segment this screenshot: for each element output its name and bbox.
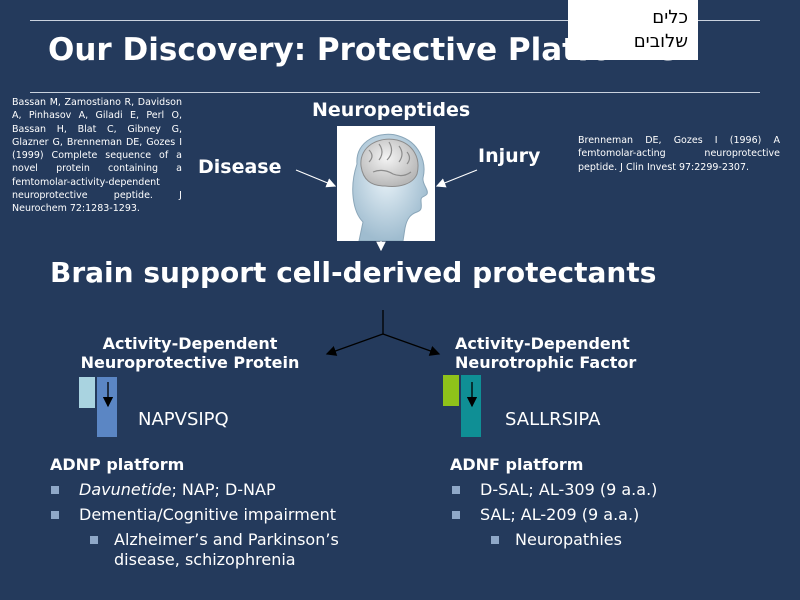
adnf-bullet-1: D-SAL; AL-309 (9 a.a.) [452,480,658,500]
adnp-bullet-3-line1: Alzheimer’s and Parkinson’s [114,530,339,549]
adnp-platform-heading: ADNP platform [50,455,185,474]
disease-label: Disease [198,156,282,178]
adnp-title-line2: Neuroprotective Protein [80,353,300,372]
reference-right: Brenneman DE, Gozes I (1996) A femtomola… [578,135,780,173]
section-subtitle: Brain support cell-derived protectants [50,256,657,289]
branch-left-arrow [325,333,384,356]
adnp-bar-light [79,377,95,408]
adnf-title-line1: Activity-Dependent [455,334,630,353]
bullet-square-icon [452,486,460,494]
adnf-bullet-2: SAL; AL-209 (9 a.a.) [452,505,640,525]
adnf-bar-light [443,375,459,406]
adnp-bullet-1-drug: Davunetide [79,480,172,499]
injury-label: Injury [478,145,541,167]
adnf-bar-main [461,375,481,437]
branch-right-arrow [382,333,441,356]
hebrew-note-line2: שלובים [633,31,688,52]
bullet-square-icon [491,536,499,544]
brain-head-icon [352,133,428,241]
adnf-platform-heading: ADNF platform [450,455,584,474]
bullet-square-icon [51,511,59,519]
reference-left: Bassan M, Zamostiano R, Davidson A, Pinh… [12,97,182,215]
disease-arrow [295,169,337,188]
adnf-title-line2: Neurotrophic Factor [455,353,637,372]
adnp-bullet-3-line2: disease, schizophrenia [114,550,296,569]
adnp-bullet-3: Alzheimer’s and Parkinson’s disease, sch… [90,530,339,570]
bullet-square-icon [51,486,59,494]
adnf-bullet-3: Neuropathies [491,530,622,550]
brain-head-image [337,126,435,241]
injury-arrow [435,169,478,188]
adnf-bullet-1-text: D-SAL; AL-309 (9 a.a.) [480,480,658,499]
bullet-square-icon [90,536,98,544]
neuropeptides-label: Neuropeptides [312,99,471,121]
hebrew-note-box: כלים שלובים [568,0,698,60]
adnf-title: Activity-Dependent Neurotrophic Factor [455,334,636,372]
adnf-bullet-3-text: Neuropathies [515,530,622,549]
adnp-sequence: NAPVSIPQ [138,409,229,430]
adnp-bullet-1: Davunetide; NAP; D-NAP [51,480,276,500]
adnp-title: Activity-Dependent Neuroprotective Prote… [60,334,320,372]
adnf-bullet-2-text: SAL; AL-209 (9 a.a.) [480,505,640,524]
adnp-bullet-2-text: Dementia/Cognitive impairment [79,505,337,524]
hebrew-note-line1: כלים [652,7,688,28]
adnp-bar-main [97,377,117,437]
title-divider [30,92,760,93]
bullet-square-icon [452,511,460,519]
adnp-bullet-1-rest: ; NAP; D-NAP [171,480,276,499]
adnp-bullet-2: Dementia/Cognitive impairment [51,505,337,525]
adnf-sequence: SALLRSIPA [505,409,601,430]
top-divider [30,20,760,21]
adnp-title-line1: Activity-Dependent [102,334,278,353]
